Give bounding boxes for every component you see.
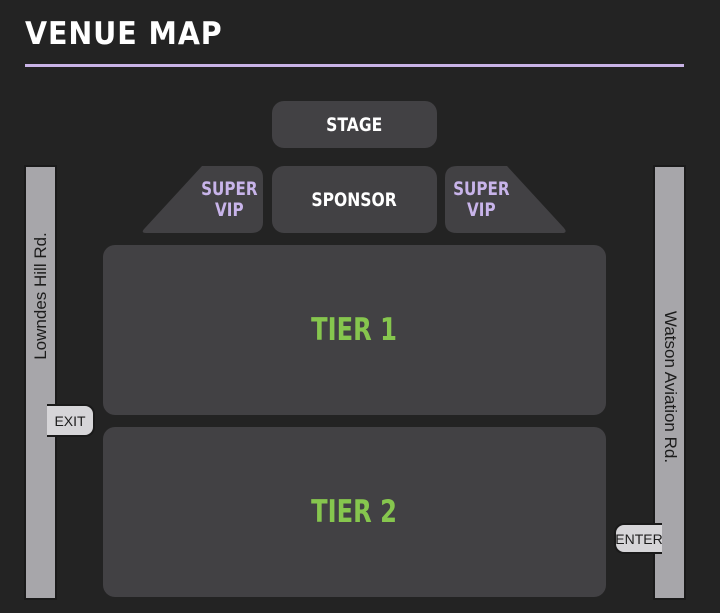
- tier-1-label: TIER 1: [311, 312, 398, 348]
- super-vip-right-line1: SUPER: [452, 178, 510, 200]
- super-vip-right-line2: VIP: [466, 199, 496, 221]
- sponsor-label: SPONSOR: [311, 188, 398, 211]
- title-underline: [25, 64, 684, 67]
- enter-label: ENTER: [615, 530, 663, 547]
- sponsor-section[interactable]: SPONSOR: [272, 166, 437, 233]
- super-vip-left-line1: SUPER: [200, 178, 258, 200]
- watson-aviation-road-label: Watson Aviation Rd.: [661, 310, 680, 464]
- super-vip-left-label: SUPER VIP: [196, 176, 262, 224]
- exit-label: EXIT: [54, 412, 86, 429]
- tier-2-label: TIER 2: [311, 494, 398, 530]
- super-vip-left-line2: VIP: [214, 199, 244, 221]
- lowndes-hill-road-label: Lowndes Hill Rd.: [31, 232, 50, 360]
- stage-label: STAGE: [326, 113, 383, 136]
- super-vip-right-section[interactable]: [445, 166, 567, 234]
- page-title: VENUE MAP: [25, 16, 223, 52]
- enter-marker[interactable]: ENTER: [614, 523, 663, 554]
- super-vip-right-label: SUPER VIP: [448, 176, 514, 224]
- super-vip-left-section[interactable]: [142, 166, 263, 234]
- exit-marker[interactable]: EXIT: [47, 404, 95, 437]
- lowndes-hill-road: [24, 165, 57, 600]
- tier-1-section[interactable]: TIER 1: [103, 245, 606, 415]
- tier-2-section[interactable]: TIER 2: [103, 427, 606, 597]
- stage-section[interactable]: STAGE: [272, 101, 437, 148]
